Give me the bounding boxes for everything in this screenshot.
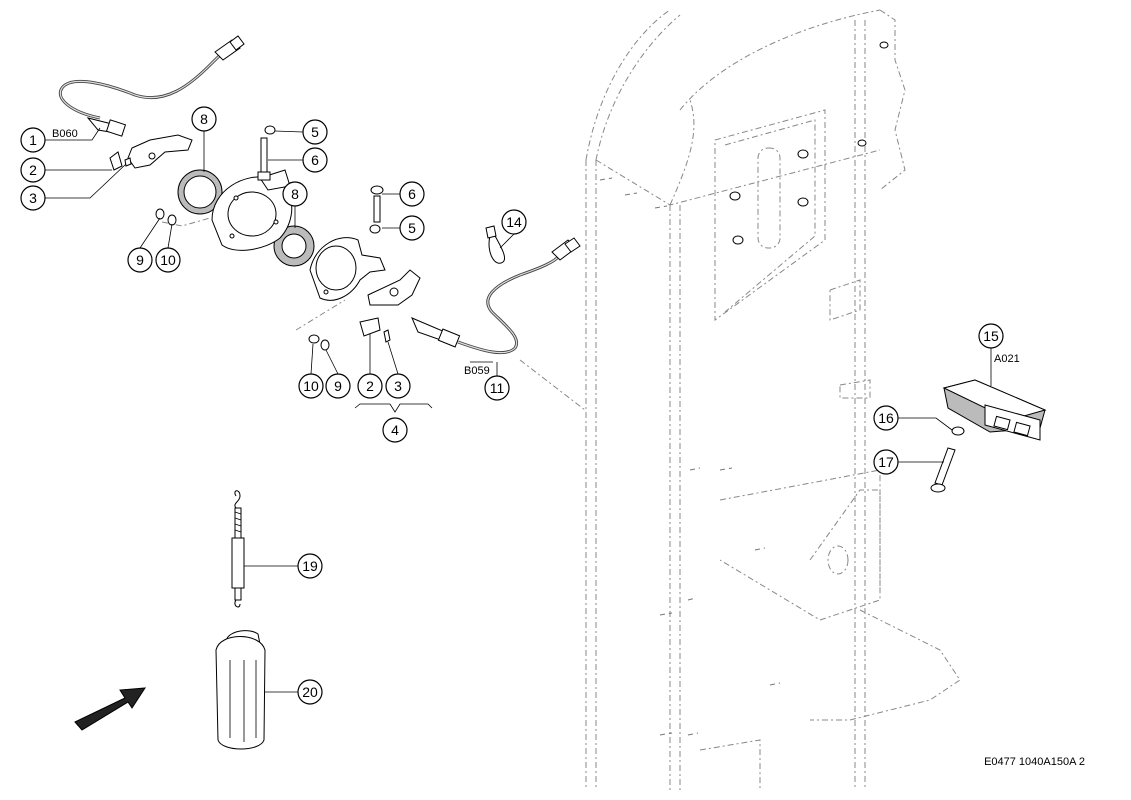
svg-text:10: 10 <box>303 378 319 394</box>
callout-9: 9 <box>127 247 153 273</box>
svg-text:19: 19 <box>302 558 318 574</box>
svg-text:3: 3 <box>29 190 37 206</box>
control-unit-a021 <box>942 379 1047 441</box>
sensor-b060 <box>58 35 245 137</box>
mounting-plate-left <box>211 169 293 251</box>
callout-9: 9 <box>325 373 351 399</box>
svg-text:6: 6 <box>408 186 416 202</box>
callout-5: 5 <box>399 215 425 241</box>
mounting-plate-right <box>309 237 386 301</box>
callout-16: 16 <box>873 405 899 431</box>
svg-text:17: 17 <box>878 454 894 470</box>
chassis-frame <box>585 9 961 790</box>
callout-20: 20 <box>297 679 323 705</box>
bolt <box>373 195 381 223</box>
svg-text:3: 3 <box>394 378 402 394</box>
callout-3: 3 <box>385 373 411 399</box>
svg-text:2: 2 <box>29 162 37 178</box>
callout-10: 10 <box>155 247 181 273</box>
callout-2: 2 <box>357 373 383 399</box>
callout-6: 6 <box>302 147 328 173</box>
svg-text:9: 9 <box>136 252 144 268</box>
callout-14: 14 <box>501 209 527 235</box>
callout-4: 4 <box>382 417 408 443</box>
callout-8: 8 <box>191 106 217 132</box>
sensor-b059 <box>411 237 581 355</box>
callout-3: 3 <box>20 185 46 211</box>
svg-text:14: 14 <box>506 214 522 230</box>
svg-text:8: 8 <box>200 111 208 127</box>
callout-6: 6 <box>399 181 425 207</box>
callout-19: 19 <box>297 553 323 579</box>
bolt-17 <box>930 447 956 493</box>
svg-text:16: 16 <box>878 410 894 426</box>
nut <box>264 125 276 135</box>
sensor-bracket <box>127 134 193 169</box>
svg-text:10: 10 <box>160 252 176 268</box>
svg-text:5: 5 <box>408 220 416 236</box>
clip-part <box>109 151 123 171</box>
washer <box>951 426 965 436</box>
ref-a021: A021 <box>994 353 1020 365</box>
svg-text:8: 8 <box>291 186 299 202</box>
svg-text:11: 11 <box>490 380 505 396</box>
svg-text:5: 5 <box>311 124 319 140</box>
svg-text:20: 20 <box>302 684 318 700</box>
figure-code: E0477 1040A150A 2 <box>984 756 1085 768</box>
ref-b060: B060 <box>52 128 78 140</box>
callout-15: 15 <box>978 323 1004 349</box>
frame-bolts <box>729 41 889 245</box>
leader-lines <box>45 127 992 693</box>
svg-text:2: 2 <box>366 378 374 394</box>
svg-text:9: 9 <box>334 378 342 394</box>
clip-part <box>359 317 381 337</box>
cable-tie <box>488 233 506 264</box>
svg-text:4: 4 <box>391 422 399 438</box>
spring-part <box>231 490 245 608</box>
sleeve-part <box>215 630 266 750</box>
svg-text:15: 15 <box>983 328 999 344</box>
ref-b059: B059 <box>464 365 490 377</box>
connection-lines <box>161 217 586 411</box>
svg-text:6: 6 <box>311 152 319 168</box>
callout-11: 11 <box>484 375 510 401</box>
callout-2: 2 <box>20 157 46 183</box>
nut <box>369 224 381 234</box>
svg-text:1: 1 <box>29 132 37 148</box>
callout-10: 10 <box>298 373 324 399</box>
callout-5: 5 <box>302 119 328 145</box>
callout-8: 8 <box>282 181 308 207</box>
direction-arrow-icon <box>74 687 146 731</box>
callout-1: 1 <box>20 127 46 153</box>
callout-17: 17 <box>873 449 899 475</box>
